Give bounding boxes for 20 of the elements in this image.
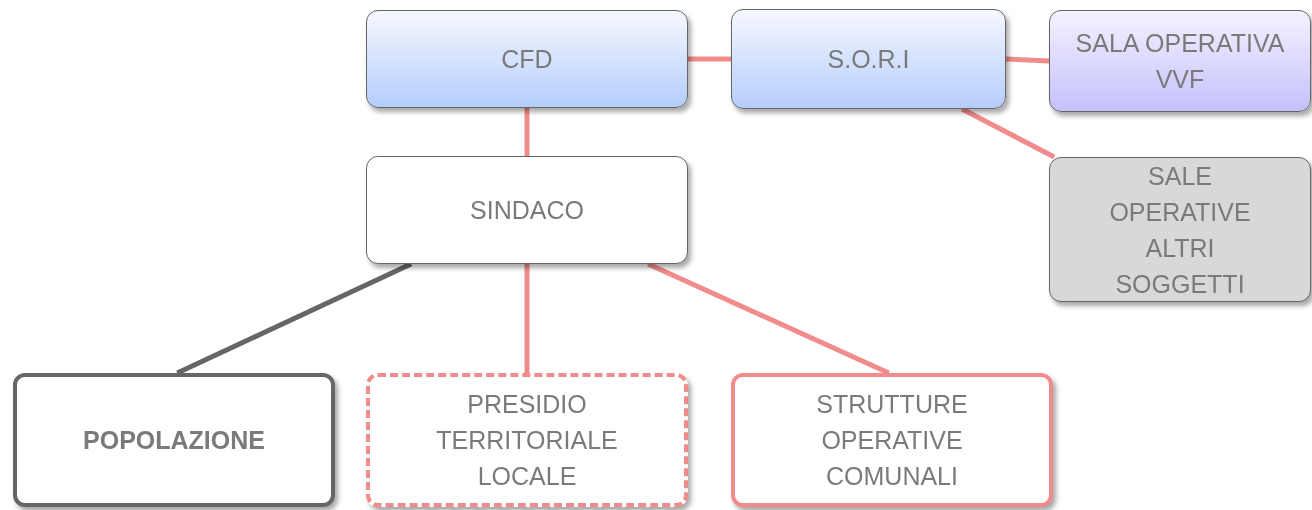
process-box bbox=[13, 373, 335, 507]
box-label: CFD bbox=[500, 44, 554, 75]
box-label: SALA OPERATIVA VVF bbox=[1074, 28, 1286, 95]
box-label: SINDACO bbox=[469, 195, 585, 226]
process-box bbox=[366, 156, 688, 264]
process-box bbox=[366, 373, 688, 507]
connector-line bbox=[524, 108, 530, 156]
process-box bbox=[1049, 10, 1311, 112]
process-box bbox=[366, 10, 688, 108]
process-box bbox=[731, 373, 1053, 507]
box-label: SALE OPERATIVE ALTRI SOGGETTI bbox=[1108, 160, 1252, 300]
process-box bbox=[1049, 157, 1311, 302]
connector-line bbox=[524, 264, 530, 373]
box-label: PRESIDIO TERRITORIALE LOCALE bbox=[435, 389, 619, 492]
connector-line bbox=[688, 56, 731, 62]
box-label: POPOLAZIONE bbox=[82, 425, 266, 456]
process-box bbox=[731, 9, 1006, 109]
box-label: STRUTTURE OPERATIVE COMUNALI bbox=[815, 389, 969, 492]
box-label: S.O.R.I bbox=[826, 44, 911, 75]
connector-line bbox=[1005, 56, 1050, 64]
